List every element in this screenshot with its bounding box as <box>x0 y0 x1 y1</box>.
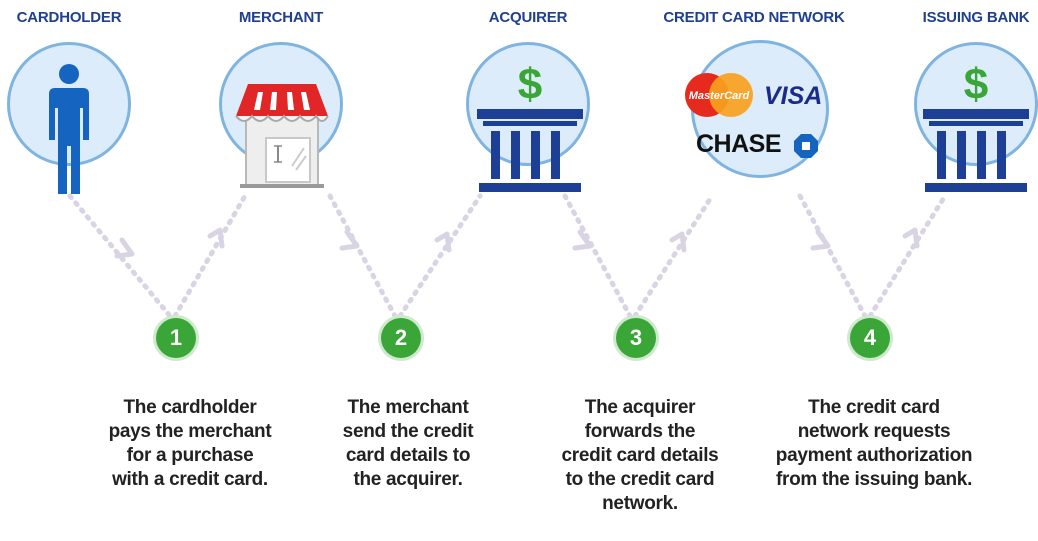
connector-1a <box>67 193 173 319</box>
connector-4a <box>797 193 868 319</box>
mastercard-label: MasterCard <box>689 90 750 102</box>
step-description-1: The cardholder pays the merchant for a p… <box>108 397 272 490</box>
step-description-4: The credit card network requests payment… <box>775 397 973 490</box>
arrow-chevron-1b <box>207 227 225 249</box>
arrow-chevron-4b <box>902 227 920 249</box>
connector-2a <box>327 193 398 319</box>
party-title-acquirer: ACQUIRER <box>488 9 568 26</box>
party-title-merchant: MERCHANT <box>238 9 324 26</box>
step-badge-3: 3 <box>616 318 656 358</box>
connector-2b <box>397 193 483 319</box>
arrow-chevron-4a <box>810 229 831 251</box>
visa-logo-label: VISA <box>764 82 823 110</box>
step-badge-4: 4 <box>850 318 890 358</box>
person-icon <box>49 64 89 194</box>
chase-logo-label: CHASE <box>696 130 782 158</box>
chase-octagon-icon <box>794 134 818 158</box>
connector-4b <box>867 193 948 319</box>
connector-3b <box>632 193 715 319</box>
arrow-chevron-2a <box>339 229 360 251</box>
mastercard-logo-icon: MasterCard <box>685 73 753 117</box>
card-network-logos-icon: MasterCard VISA CHASE <box>684 68 834 178</box>
step-badge-1: 1 <box>156 318 196 358</box>
arrow-chevron-3b <box>669 231 687 253</box>
svg-text:$: $ <box>964 60 988 109</box>
issuing-bank-circle <box>914 42 1038 166</box>
connector-3a <box>562 193 633 319</box>
storefront-icon <box>235 84 329 188</box>
bank-icon: $ <box>477 60 583 192</box>
acquirer-circle <box>466 42 590 166</box>
connector-1b <box>172 193 248 319</box>
step-badge-2: 2 <box>381 318 421 358</box>
step-description-2: The merchant send the credit card detail… <box>342 397 474 490</box>
bank-icon: $ <box>923 60 1029 192</box>
svg-text:$: $ <box>518 60 542 109</box>
arrow-chevron-1a <box>114 237 135 259</box>
party-title-issuing-bank: ISSUING BANK <box>922 9 1030 26</box>
arrow-chevron-3a <box>572 229 593 251</box>
arrow-chevron-2b <box>434 231 452 253</box>
step-description-3: The acquirer forwards the credit card de… <box>561 397 719 514</box>
party-title-cardholder: CARDHOLDER <box>16 9 122 26</box>
party-title-credit-card-network: CREDIT CARD NETWORK <box>663 9 845 26</box>
